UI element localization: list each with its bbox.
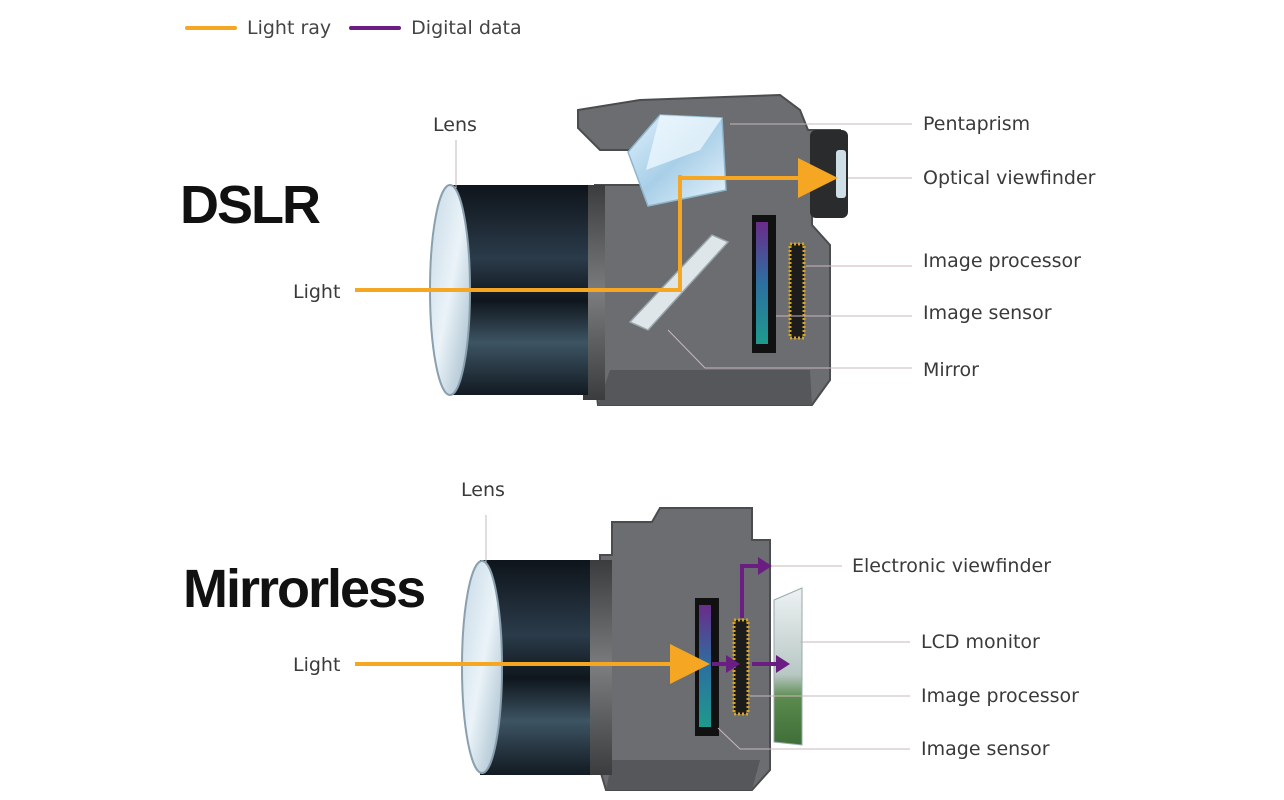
mirrorless-lcd-monitor	[773, 587, 803, 746]
legend: Light ray Digital data	[185, 14, 522, 42]
dslr-camera	[355, 93, 912, 406]
legend-item-digital-data: Digital data	[349, 17, 522, 39]
dslr-pentaprism-label: Pentaprism	[923, 113, 1031, 135]
mirrorless-electronic-viewfinder-label: Electronic viewfinder	[852, 555, 1052, 577]
dslr-optical-viewfinder-label: Optical viewfinder	[923, 167, 1096, 189]
dslr-sensor-surface	[756, 222, 768, 344]
dslr-light-label: Light	[293, 281, 341, 303]
dslr-title: DSLR	[180, 175, 321, 235]
mirrorless-lens-label: Lens	[461, 479, 505, 501]
mirrorless-camera	[355, 507, 910, 791]
legend-item-light-ray: Light ray	[185, 17, 331, 39]
mirrorless-lens-glass	[461, 560, 503, 774]
mirrorless-leader-lines	[485, 515, 910, 750]
dslr-lens-mount	[583, 185, 605, 400]
digital-data-swatch	[349, 26, 402, 30]
digital-arrowhead-3	[758, 557, 772, 575]
mirrorless-sensor-surface	[699, 605, 711, 727]
mirrorless-lens-mount	[588, 560, 612, 775]
digital-arrowhead-1	[726, 655, 740, 673]
dslr-lens-label: Lens	[433, 114, 477, 136]
mirrorless-lcd-monitor-label: LCD monitor	[921, 631, 1040, 653]
mirrorless-image-processor	[732, 618, 750, 716]
dslr-pentaprism-facet	[646, 115, 722, 170]
dslr-leader-lines	[455, 123, 912, 369]
dslr-light-ray-in	[355, 175, 682, 292]
dslr-image-sensor-label: Image sensor	[923, 302, 1052, 324]
light-ray-swatch	[185, 26, 237, 30]
dslr-eyepiece-glass	[836, 150, 846, 198]
mirrorless-light-label: Light	[293, 654, 341, 676]
legend-label-digital-data: Digital data	[411, 17, 522, 39]
dslr-image-processor-label: Image processor	[923, 250, 1081, 272]
mirrorless-body-shade	[606, 760, 760, 790]
legend-label-light-ray: Light ray	[247, 17, 332, 39]
leader-dslr-mirror	[667, 329, 912, 369]
digital-arrow-heads	[726, 557, 790, 673]
leader-ml-sensor	[717, 727, 910, 750]
dslr-mirror-label: Mirror	[923, 359, 979, 381]
digital-arrow-to-evf	[740, 564, 762, 618]
dslr-image-processor	[788, 242, 806, 340]
mirrorless-image-processor-label: Image processor	[921, 685, 1079, 707]
mirrorless-title: Mirrorless	[183, 559, 426, 619]
digital-arrowhead-2	[776, 655, 790, 673]
mirrorless-image-sensor-label: Image sensor	[921, 738, 1050, 760]
dslr-body-shade	[598, 370, 812, 405]
